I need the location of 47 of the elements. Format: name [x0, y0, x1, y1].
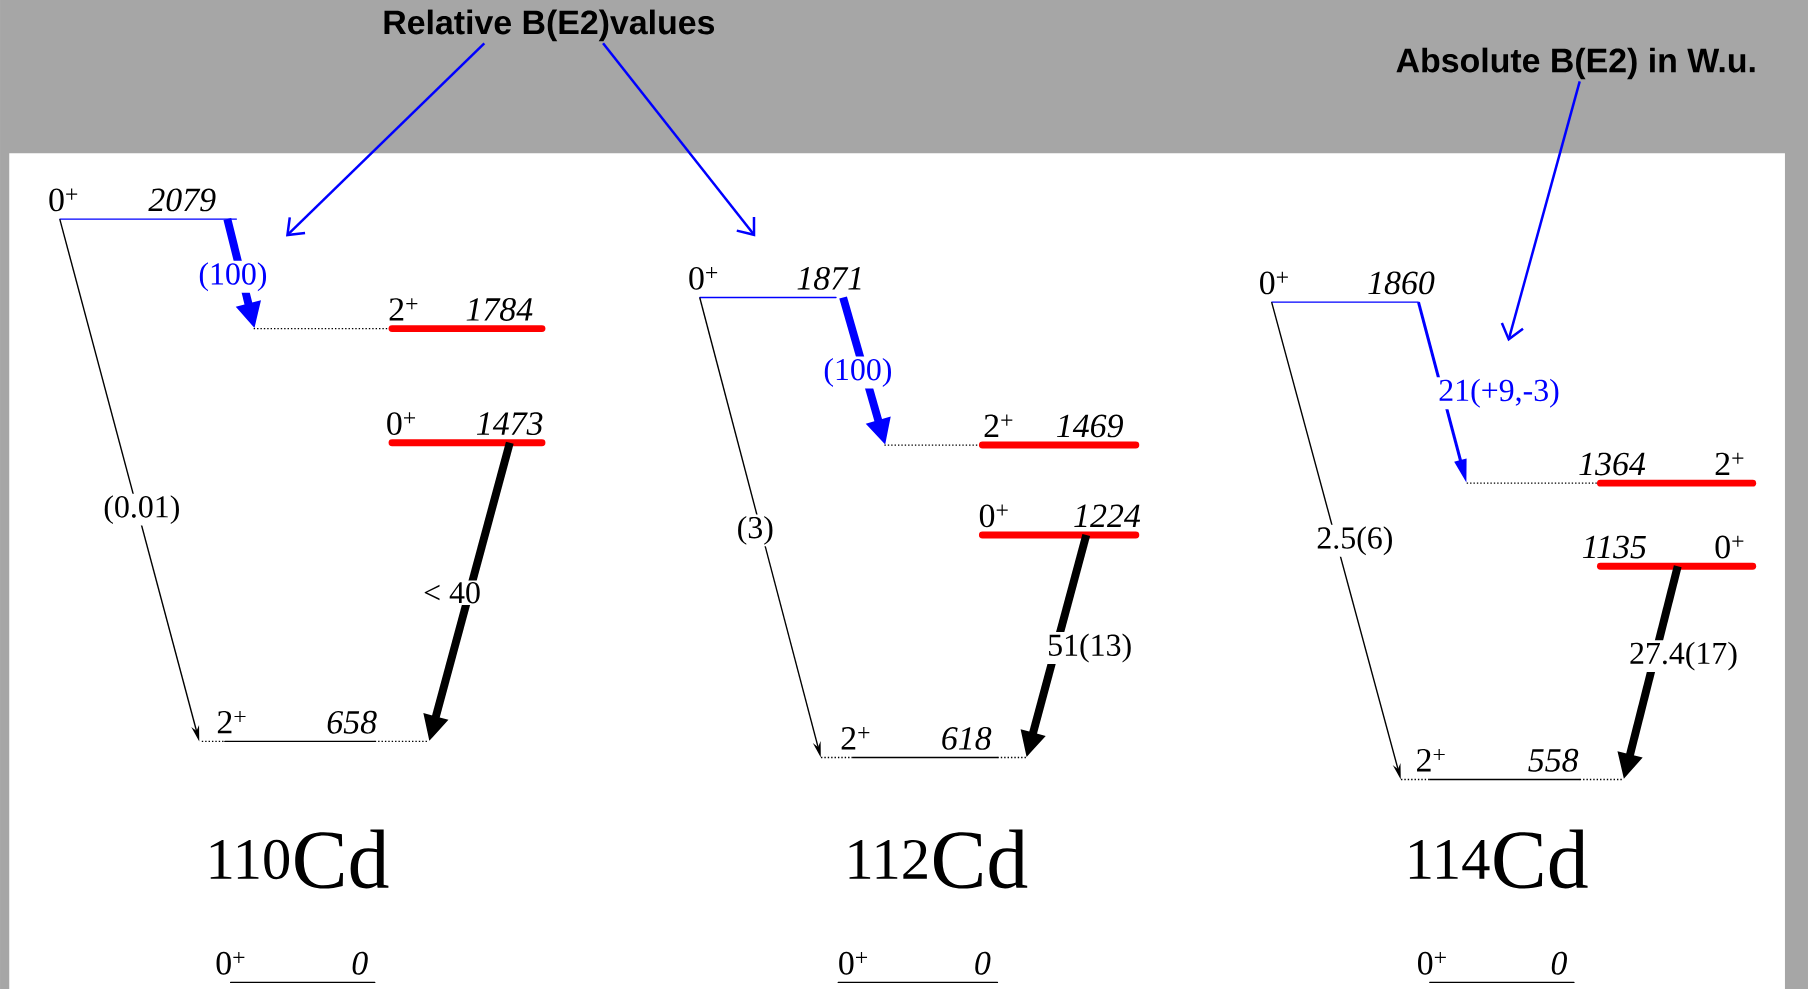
spin-label: 0$^{+}$	[1715, 535, 1744, 559]
energy-label: 1473	[477, 412, 543, 435]
energy-label: 1469	[1057, 414, 1123, 438]
spin-label: 0$^{+}$	[387, 412, 416, 435]
edge-label: 51(13)	[1045, 631, 1134, 664]
edge-label: < 40	[421, 580, 483, 605]
energy-label: 658	[327, 710, 377, 734]
annotation-text: Relative B(E2)values	[384, 9, 715, 41]
energy-label: 0	[1551, 951, 1567, 975]
spin-label: 2$^{+}$	[1417, 748, 1445, 772]
energy-label: 1860	[1368, 271, 1435, 295]
spin-label: 2$^{+}$	[841, 726, 870, 750]
spin-label: 0$^{+}$	[689, 266, 718, 290]
spin-label: 2$^{+}$	[217, 710, 246, 734]
edge-label: (0.01)	[101, 493, 182, 526]
spin-label: 0$^{+}$	[979, 504, 1008, 528]
transition-arrow	[1500, 80, 1581, 342]
energy-label: 0	[975, 951, 991, 975]
nuclide-label: $^{110}$Cd	[210, 829, 389, 889]
energy-label: 558	[1528, 748, 1579, 772]
edge-label: (3)	[735, 514, 776, 547]
energy-label: 1784	[466, 297, 533, 321]
energy-label: 618	[942, 726, 992, 750]
spin-label: 0$^{+}$	[49, 188, 78, 212]
energy-label: 1364	[1579, 452, 1646, 476]
energy-label: 1135	[1582, 535, 1646, 559]
spin-label: 2$^{+}$	[1715, 452, 1744, 475]
transition-arrow	[285, 42, 486, 237]
edge-label: 2.5(6)	[1314, 524, 1395, 557]
edge-label: (100)	[196, 260, 269, 293]
spin-label: 0$^{+}$	[216, 951, 245, 975]
spin-label: 0$^{+}$	[1418, 951, 1446, 975]
energy-label: 2079	[148, 188, 216, 212]
spin-label: 2$^{+}$	[984, 414, 1013, 437]
edge-label: 21(+9,-3)	[1436, 377, 1562, 409]
edge-label: 27.4(17)	[1627, 640, 1740, 672]
nuclide-label: $^{114}$Cd	[1409, 829, 1588, 889]
energy-label: 1224	[1074, 504, 1141, 527]
edge-label: (100)	[821, 356, 894, 389]
transition-arrow	[602, 42, 756, 237]
nuclide-label: $^{112}$Cd	[849, 829, 1028, 889]
spin-label: 2$^{+}$	[389, 297, 418, 321]
energy-label: 1871	[797, 266, 861, 290]
annotation-text: Absolute B(E2) in W.u.	[1396, 47, 1755, 80]
spin-label: 0$^{+}$	[839, 951, 868, 975]
spin-label: 0$^{+}$	[1260, 271, 1288, 295]
energy-label: 0	[352, 951, 368, 975]
